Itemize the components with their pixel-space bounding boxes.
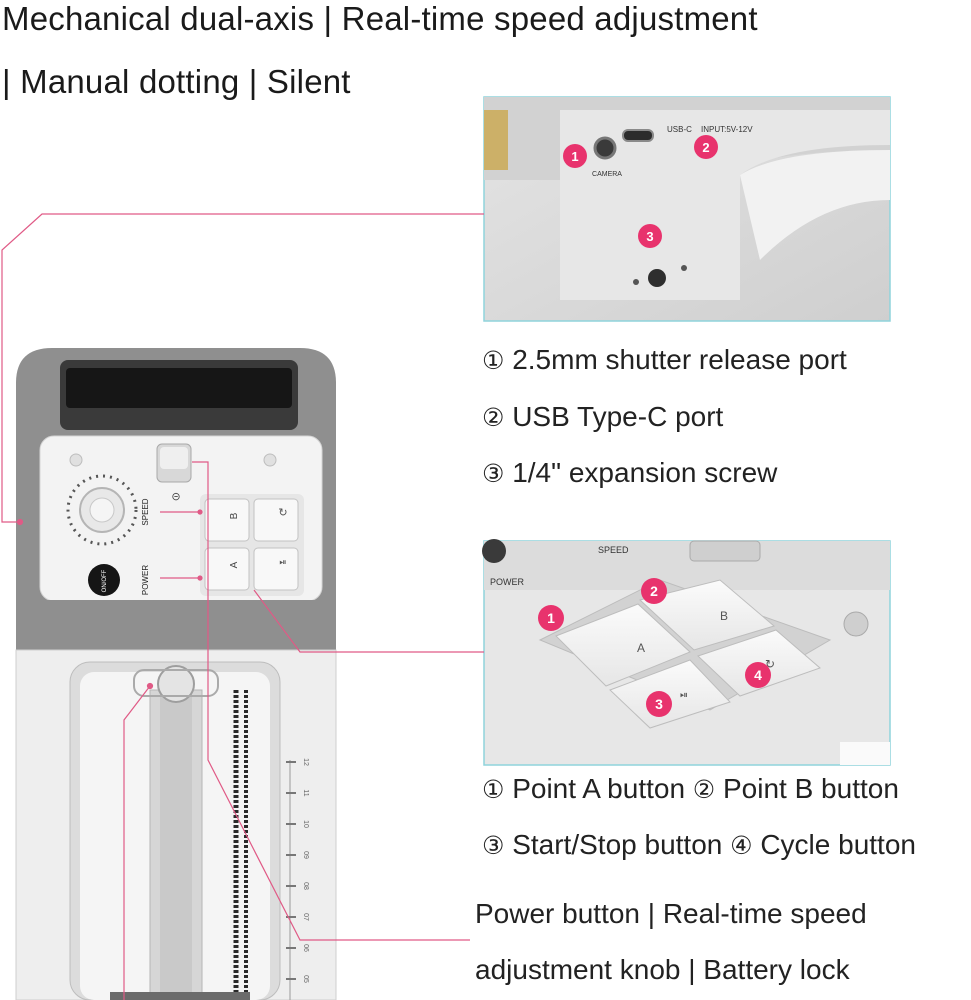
svg-text:⏯: ⏯ (680, 690, 688, 701)
quarter-inch-hole (648, 269, 666, 287)
headline-line-2: | Manual dotting | Silent (2, 63, 351, 100)
panel-key-startstop (609, 659, 731, 729)
scale-tick-label: 05 (302, 975, 309, 983)
badge-4 (745, 662, 771, 688)
svg-text:⏯: ⏯ (279, 557, 286, 567)
ports-item-2: ② USB Type-C port (482, 401, 724, 432)
device-key-a-label: A (229, 561, 240, 568)
port-label-camera: CAMERA (592, 171, 622, 178)
svg-text:2: 2 (702, 140, 709, 155)
svg-text:↻: ↻ (765, 657, 775, 671)
bottom-text-line-1: Power button | Real-time speed (475, 898, 867, 929)
scale-tick-label: 12 (302, 758, 309, 766)
callout-lines (1, 213, 484, 1000)
carriage-knob (157, 665, 195, 703)
badge-1 (563, 144, 587, 168)
panel-screw (843, 611, 869, 637)
ports-item-3: ③ 1/4" expansion screw (482, 457, 778, 488)
speed-label: SPEED (141, 498, 150, 525)
badge-2 (641, 578, 667, 604)
buttons-detail-panel: SPEED POWER A B ⏯ ↻ 1 2 3 4 (482, 539, 891, 766)
callout-keys (253, 589, 484, 653)
yellow-edge (484, 110, 508, 170)
port-label-input: INPUT:5V-12V (701, 125, 753, 134)
slider-device: ⊝ SPEED ON/OFF POWER B A ↻ ⏯ (15, 348, 337, 1000)
panel-key-a (555, 603, 691, 687)
speed-knob (66, 474, 138, 546)
callout-ports (1, 213, 484, 523)
ports-detail-panel: CAMERA USB-C INPUT:5V-12V 1 2 3 (483, 96, 891, 322)
callout-lock (192, 461, 470, 941)
on-off-button (88, 564, 120, 596)
scale-tick-label: 06 (302, 944, 309, 952)
scale-tick-label: 10 (302, 820, 309, 828)
screw-top-right (263, 453, 277, 467)
device-key-cycle (253, 498, 299, 542)
usb-c-socket (622, 129, 654, 142)
scale-tick-label: 09 (302, 851, 309, 859)
badge-2 (694, 135, 718, 159)
badge-1 (538, 605, 564, 631)
svg-text:1: 1 (571, 149, 578, 164)
panel-key-a-label: A (637, 641, 645, 655)
panel-speed-label: SPEED (598, 545, 629, 555)
screw-top-left (69, 453, 83, 467)
badge-3 (638, 224, 662, 248)
bottom-text-line-2: adjustment knob | Battery lock (475, 954, 850, 985)
scale-tick-label: 07 (302, 913, 309, 921)
port-label-usbc: USB-C (667, 125, 692, 134)
svg-text:3: 3 (646, 229, 653, 244)
ports-item-1: ① 2.5mm shutter release port (482, 344, 847, 375)
badge-3 (646, 691, 672, 717)
svg-text:⊝: ⊝ (171, 491, 180, 503)
panel-power-label: POWER (490, 577, 525, 587)
buttons-row-2: ③ Start/Stop button ④ Cycle button (482, 829, 916, 860)
device-key-startstop (253, 547, 299, 591)
svg-text:4: 4 (754, 667, 762, 683)
scale-tick-label: 08 (302, 882, 309, 890)
svg-text:3: 3 (655, 696, 663, 712)
device-key-b-label: B (229, 512, 240, 519)
scale-ticks: 12 11 10 09 08 07 06 05 (286, 758, 309, 983)
device-key-a (204, 547, 250, 591)
buttons-row-1: ① Point A button ② Point B button (482, 773, 899, 804)
power-label: POWER (141, 565, 150, 595)
scale-tick-label: 11 (302, 789, 309, 796)
svg-text:2: 2 (650, 583, 658, 599)
svg-text:↻: ↻ (278, 507, 287, 519)
panel-key-b-label: B (720, 609, 728, 623)
panel-key-b (638, 579, 776, 651)
onoff-label: ON/OFF (102, 569, 108, 592)
svg-text:1: 1 (547, 610, 555, 626)
device-key-b (204, 498, 250, 542)
headline-line-1: Mechanical dual-axis | Real-time speed a… (2, 0, 758, 37)
camera-jack (593, 136, 617, 160)
